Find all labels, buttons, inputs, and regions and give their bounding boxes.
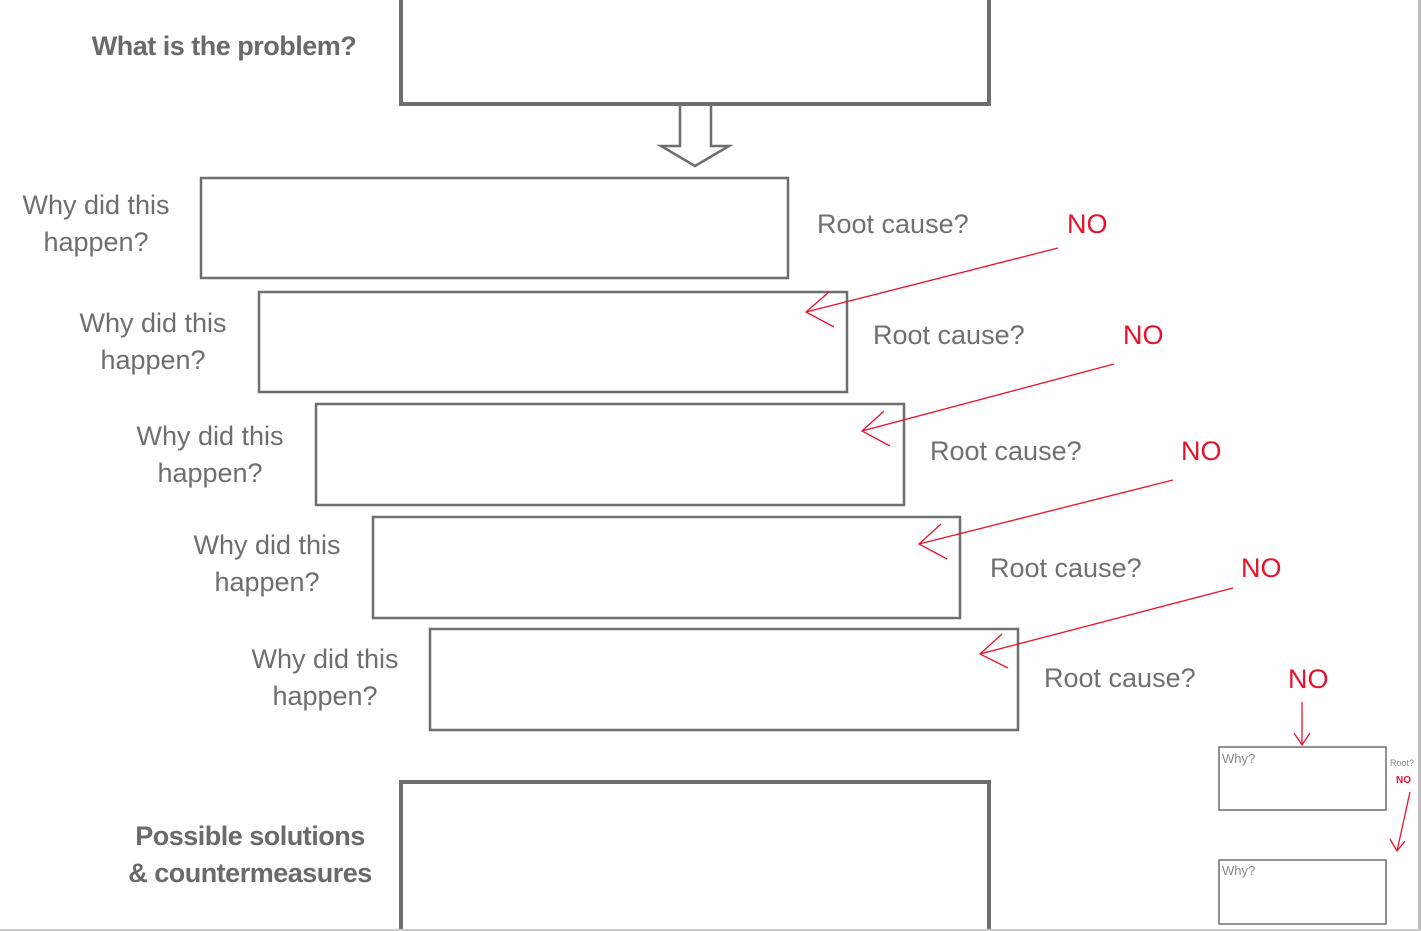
mini-why-label-2: Why? (1222, 863, 1256, 878)
why-label-line2: happen? (43, 227, 149, 257)
why-box-3[interactable] (314, 402, 906, 507)
page-right-edge (1418, 0, 1421, 931)
mini-why-box-1 (1218, 746, 1387, 811)
solutions-box[interactable] (399, 780, 991, 931)
why-label-4: Why did this happen? (171, 527, 363, 601)
no-label-2: NO (1123, 320, 1164, 350)
no-label-1: NO (1067, 209, 1108, 239)
why-label-line1: Why did this (22, 190, 170, 220)
no-arrow-4 (978, 587, 1234, 669)
mini-why-label-1: Why? (1222, 751, 1256, 766)
why-label-1: Why did this happen? (0, 187, 192, 261)
no-label-5: NO (1288, 664, 1329, 694)
page-bottom-edge (0, 929, 1421, 931)
no-arrow-5 (1293, 702, 1311, 747)
no-label-3: NO (1181, 436, 1222, 466)
why-box-1[interactable] (199, 176, 790, 280)
root-cause-label-2: Root cause? (873, 320, 1025, 350)
mini-no-arrow (1389, 791, 1411, 853)
no-arrow-3 (917, 479, 1174, 560)
problem-box[interactable] (399, 0, 991, 106)
why-label-line1: Why did this (193, 530, 341, 560)
why-label-line2: happen? (100, 345, 206, 375)
solutions-label: Possible solutions & countermeasures (100, 818, 400, 892)
why-label-3: Why did this happen? (114, 418, 306, 492)
problem-label: What is the problem? (91, 31, 357, 61)
why-label-line2: happen? (214, 567, 320, 597)
why-label-line1: Why did this (79, 308, 227, 338)
why-box-4[interactable] (371, 515, 962, 620)
no-label-4: NO (1241, 553, 1282, 583)
down-arrow-icon (656, 106, 734, 168)
no-arrow-2 (860, 363, 1115, 447)
why-label-line2: happen? (272, 681, 378, 711)
why-label-5: Why did this happen? (229, 641, 421, 715)
why-label-line1: Why did this (136, 421, 284, 451)
solutions-label-line1: Possible solutions (135, 821, 365, 851)
no-arrow-1 (804, 247, 1059, 328)
root-cause-label-3: Root cause? (930, 436, 1082, 466)
mini-root-label: Root? (1390, 758, 1415, 768)
solutions-label-line2: & countermeasures (128, 858, 372, 888)
why-box-2[interactable] (257, 290, 849, 394)
root-cause-label-5: Root cause? (1044, 663, 1196, 693)
mini-no-label: NO (1396, 775, 1411, 786)
why-box-5[interactable] (428, 627, 1020, 732)
why-label-2: Why did this happen? (57, 305, 249, 379)
root-cause-label-4: Root cause? (990, 553, 1142, 583)
mini-why-box-2 (1218, 859, 1387, 925)
why-label-line2: happen? (157, 458, 263, 488)
why-label-line1: Why did this (251, 644, 399, 674)
root-cause-label-1: Root cause? (817, 209, 969, 239)
